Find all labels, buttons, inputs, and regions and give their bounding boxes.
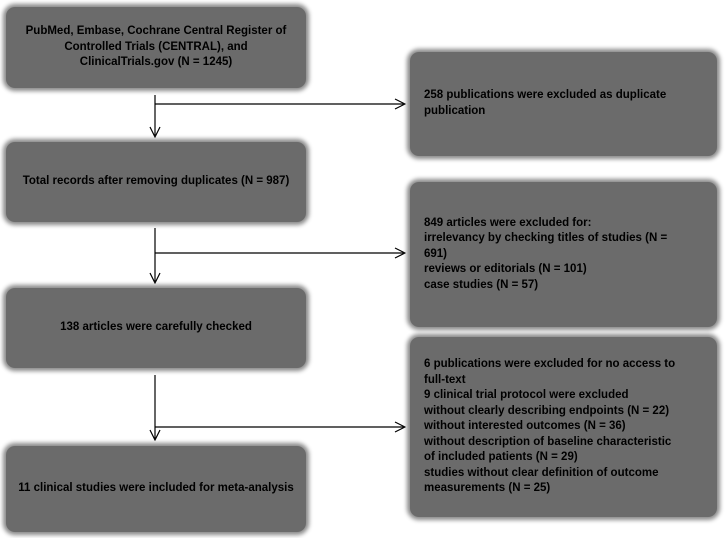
publications-excluded-line: studies without clear definition of outc…: [424, 466, 659, 479]
box-after-duplicates: Total records after removing duplicates …: [6, 142, 306, 222]
publications-excluded-line: without clearly describing endpoints (N …: [424, 404, 670, 417]
box-included-text: 11 clinical studies were included for me…: [18, 482, 294, 495]
articles-excluded-line: 691): [424, 247, 448, 260]
articles-excluded-line: case studies (N = 57): [424, 278, 539, 291]
duplicates-excluded-line: 258 publications were excluded as duplic…: [424, 89, 667, 102]
publications-excluded-line: without interested outcomes (N = 36): [424, 420, 626, 433]
box-sources-text: PubMed, Embase, Cochrane Central Registe…: [25, 25, 287, 69]
publications-excluded-line: 6 publications were excluded for no acce…: [424, 358, 676, 371]
duplicates-excluded-line: publication: [424, 105, 486, 117]
publications-excluded-line: 9 clinical trial protocol were excluded: [424, 389, 629, 402]
publications-excluded-line: full-text: [424, 373, 466, 386]
publications-excluded-line: measurements (N = 25): [424, 482, 551, 495]
box-included: 11 clinical studies were included for me…: [6, 446, 306, 532]
box-articles-excluded: 849 articles were excluded for: irreleva…: [410, 182, 717, 327]
box-sources: PubMed, Embase, Cochrane Central Registe…: [6, 7, 306, 88]
box-after-duplicates-text: Total records after removing duplicates …: [22, 175, 290, 188]
box-checked: 138 articles were carefully checked: [6, 288, 306, 368]
box-duplicates-excluded: 258 publications were excluded as duplic…: [410, 52, 717, 156]
box-publications-excluded: 6 publications were excluded for no acce…: [410, 337, 717, 517]
articles-excluded-line: 849 articles were excluded for:: [424, 216, 592, 229]
publications-excluded-line: without description of baseline characte…: [424, 435, 672, 448]
articles-excluded-line: irrelevancy by checking titles of studie…: [424, 232, 668, 245]
box-checked-text: 138 articles were carefully checked: [60, 321, 252, 334]
articles-excluded-line: reviews or editorials (N = 101): [424, 263, 587, 276]
publications-excluded-line: of included patients (N = 29): [424, 451, 578, 464]
